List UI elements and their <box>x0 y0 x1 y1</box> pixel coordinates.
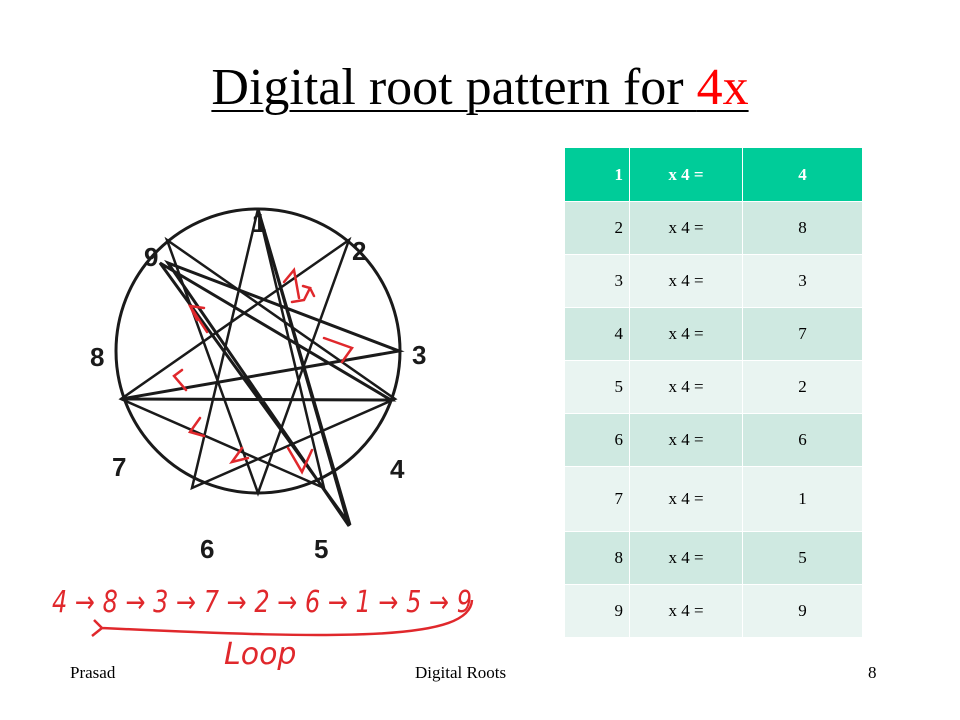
circle-label: 3 <box>412 340 426 370</box>
row-result: 3 <box>742 254 863 308</box>
row-operation: x 4 = <box>629 201 743 255</box>
row-result: 1 <box>742 466 863 532</box>
star-polygon-inner <box>118 208 398 497</box>
handwritten-arrows <box>172 267 354 475</box>
handwritten-sequence-text: 4 → 8 → 3 → 7 → 2 → 6 → 1 → 5 → 9 <box>52 585 472 620</box>
row-result: 4 <box>742 148 863 202</box>
row-result: 7 <box>742 307 863 361</box>
circle-label: 1 <box>252 208 266 238</box>
circle-label: 9 <box>144 242 158 272</box>
row-number: 3 <box>565 254 630 308</box>
row-operation: x 4 = <box>629 254 743 308</box>
circle-label: 6 <box>200 534 214 564</box>
handwritten-sequence: 4 → 8 → 3 → 7 → 2 → 6 → 1 → 5 → 9 <box>52 585 472 620</box>
row-operation: x 4 = <box>629 531 743 585</box>
row-number: 2 <box>565 201 630 255</box>
slide-title: Digital root pattern for 4x <box>0 58 960 117</box>
circle-label: 7 <box>112 452 126 482</box>
row-number: 5 <box>565 360 630 414</box>
row-operation: x 4 = <box>629 360 743 414</box>
circle-number-labels: 1 2 3 4 5 6 7 8 9 <box>90 208 426 564</box>
row-result: 6 <box>742 413 863 467</box>
row-result: 2 <box>742 360 863 414</box>
loop-caption: Loop <box>224 637 296 670</box>
title-accent: 4x <box>696 59 749 116</box>
circle-label: 8 <box>90 342 104 372</box>
circle-label: 4 <box>390 454 405 484</box>
row-number: 6 <box>565 413 630 467</box>
row-number: 8 <box>565 531 630 585</box>
row-number: 4 <box>565 307 630 361</box>
row-operation: x 4 = <box>629 307 743 361</box>
row-result: 9 <box>742 584 863 638</box>
footer-author: Prasad <box>70 663 116 682</box>
row-operation: x 4 = <box>629 148 743 202</box>
nine-point-star-diagram: 1 2 3 4 5 6 7 8 9 4 → 8 → 3 → 7 → 2 → 6 → 1 → 5 … <box>52 207 474 670</box>
row-number: 7 <box>565 466 630 532</box>
title-main: Digital root pattern for <box>211 59 697 116</box>
row-number: 9 <box>565 584 630 638</box>
row-operation: x 4 = <box>629 584 743 638</box>
circle-label: 5 <box>314 534 328 564</box>
row-operation: x 4 = <box>629 413 743 467</box>
loop-arrow <box>91 599 474 637</box>
row-result: 5 <box>742 531 863 585</box>
circle-label: 2 <box>352 236 366 266</box>
footer-title: Digital Roots <box>415 663 507 682</box>
row-operation: x 4 = <box>629 466 743 532</box>
footer-page-number: 8 <box>868 663 877 682</box>
row-result: 8 <box>742 201 863 255</box>
row-number: 1 <box>565 148 630 202</box>
